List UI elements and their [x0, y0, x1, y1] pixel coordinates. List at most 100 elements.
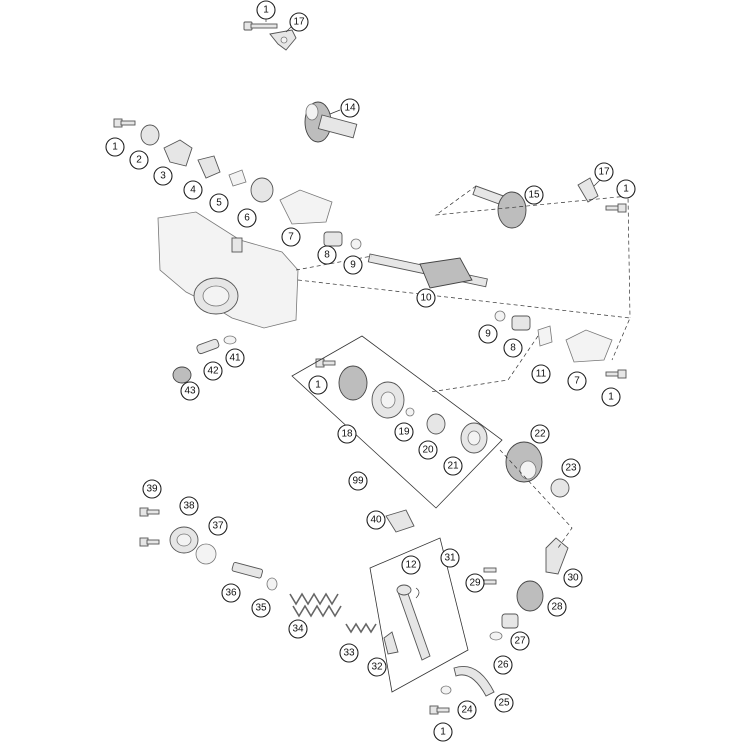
svg-text:12: 12	[405, 560, 417, 571]
callout-25: 25	[494, 693, 514, 713]
group-frame-99	[291, 335, 503, 509]
callout-99: 99	[348, 471, 368, 491]
svg-text:10: 10	[420, 293, 432, 304]
callout-19: 19	[394, 422, 414, 442]
callout-20: 20	[418, 440, 438, 460]
callout-1: 1	[433, 722, 453, 742]
callout-4: 4	[183, 180, 203, 200]
bolt-1f	[429, 705, 450, 715]
ring-26	[489, 631, 503, 641]
spring-34	[289, 592, 339, 606]
callout-10: 10	[416, 288, 436, 308]
plate-7a	[279, 189, 333, 225]
callout-26: 26	[493, 655, 513, 675]
callout-24: 24	[457, 700, 477, 720]
svg-text:7: 7	[288, 232, 294, 243]
pin-42	[196, 338, 220, 355]
svg-text:25: 25	[498, 698, 510, 709]
bolt-1d	[605, 369, 627, 379]
svg-text:37: 37	[212, 521, 224, 532]
oring-41	[223, 335, 237, 345]
callout-2: 2	[129, 150, 149, 170]
svg-text:27: 27	[514, 636, 526, 647]
bolt-39b	[139, 537, 160, 547]
svg-text:42: 42	[207, 366, 219, 377]
clip-top	[269, 29, 297, 51]
clip-17b	[577, 177, 599, 203]
svg-text:36: 36	[225, 588, 237, 599]
cap-40	[385, 509, 415, 533]
callout-29: 29	[465, 573, 485, 593]
callout-12: 12	[401, 555, 421, 575]
svg-text:11: 11	[536, 369, 547, 380]
svg-text:2: 2	[136, 155, 142, 166]
callout-1: 1	[601, 387, 621, 407]
callout-38: 38	[179, 496, 199, 516]
callout-1: 1	[616, 179, 636, 199]
callout-23: 23	[561, 458, 581, 478]
callout-32: 32	[367, 657, 387, 677]
svg-text:21: 21	[447, 461, 459, 472]
svg-text:1: 1	[315, 380, 321, 391]
bushing-2	[140, 124, 160, 146]
svg-text:9: 9	[485, 329, 491, 340]
ring-5	[228, 169, 247, 187]
svg-text:23: 23	[565, 463, 577, 474]
callout-1: 1	[105, 137, 125, 157]
washer-19	[405, 407, 415, 417]
svg-text:6: 6	[244, 213, 250, 224]
callout-1: 1	[256, 0, 276, 20]
callout-39: 39	[142, 479, 162, 499]
callout-9: 9	[343, 255, 363, 275]
spring-33	[345, 622, 377, 634]
svg-text:1: 1	[623, 184, 629, 195]
washer-9a	[350, 238, 362, 250]
washer-9b	[494, 310, 506, 322]
svg-text:39: 39	[146, 484, 158, 495]
callout-3: 3	[153, 166, 173, 186]
shaft-gear-14	[304, 101, 358, 143]
plug-43	[172, 366, 192, 384]
svg-text:4: 4	[190, 185, 196, 196]
svg-text:19: 19	[398, 427, 410, 438]
svg-text:8: 8	[324, 250, 330, 261]
svg-text:29: 29	[469, 578, 481, 589]
callout-1: 1	[308, 375, 328, 395]
svg-text:1: 1	[608, 392, 614, 403]
guide-25	[453, 666, 495, 697]
rod-31	[396, 584, 431, 661]
svg-text:38: 38	[183, 501, 195, 512]
callout-8: 8	[503, 338, 523, 358]
callout-28: 28	[547, 597, 567, 617]
svg-text:99: 99	[352, 476, 364, 487]
svg-text:9: 9	[350, 260, 356, 271]
svg-text:22: 22	[534, 429, 546, 440]
callout-21: 21	[443, 456, 463, 476]
svg-text:20: 20	[422, 445, 434, 456]
shaft-10	[367, 253, 488, 289]
callout-7: 7	[281, 227, 301, 247]
callout-31: 31	[440, 548, 460, 568]
svg-text:24: 24	[461, 705, 473, 716]
bearing-20	[426, 413, 446, 435]
callout-8: 8	[317, 245, 337, 265]
callout-43: 43	[180, 381, 200, 401]
bearing-23	[550, 478, 570, 498]
callout-33: 33	[339, 643, 359, 663]
cam-3	[163, 139, 193, 167]
svg-text:3: 3	[160, 171, 166, 182]
oring-37	[195, 543, 217, 565]
bushing-6	[250, 177, 274, 203]
svg-text:17: 17	[293, 17, 305, 28]
ring-35	[266, 577, 278, 591]
washer-24	[440, 685, 452, 695]
svg-text:34: 34	[292, 624, 304, 635]
callout-34: 34	[288, 619, 308, 639]
bolt-39a	[139, 507, 160, 517]
callouts: 1 17 14 1 2 3 4 5 6 7 8 9 10 15 17 1 9 8…	[105, 0, 636, 742]
part-32	[383, 631, 399, 655]
svg-text:35: 35	[255, 603, 267, 614]
svg-text:43: 43	[184, 386, 196, 397]
shaft-gear-15	[472, 185, 527, 229]
